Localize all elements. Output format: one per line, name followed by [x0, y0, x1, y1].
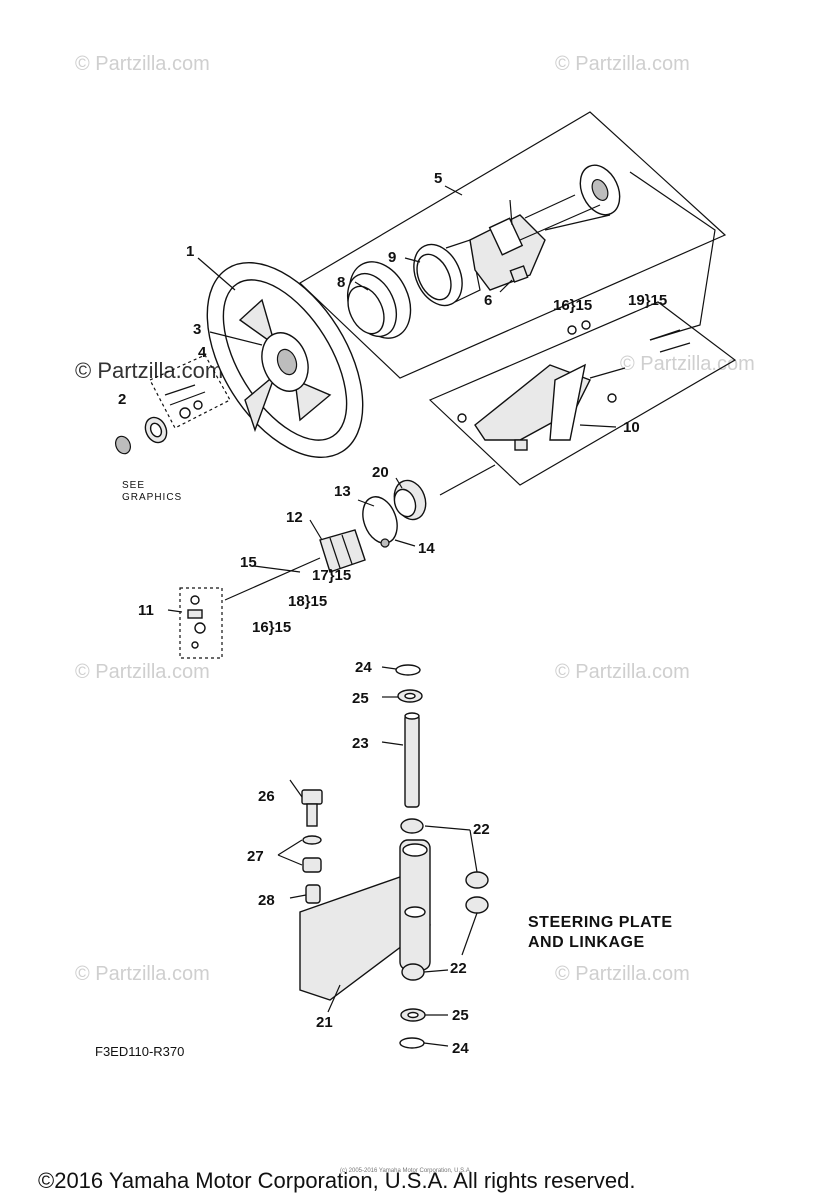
callout-22-upper: 22 [473, 821, 490, 838]
see-graphics-line1: SEE [122, 480, 145, 491]
boot-12 [319, 529, 366, 573]
callout-5: 5 [434, 170, 442, 187]
callout-8: 8 [337, 274, 345, 291]
washer-25-top [397, 689, 423, 703]
section-title-line1: STEERING PLATE [528, 914, 673, 931]
ring-9 [413, 239, 481, 307]
o-ring-24-bottom [399, 1037, 425, 1049]
callout-16-15-upper: 16}15 [553, 297, 592, 314]
watermark-lower-right: © Partzilla.com [555, 661, 690, 683]
callout-18-15: 18}15 [288, 593, 327, 610]
hub-cover-8 [346, 261, 412, 339]
callout-15: 15 [240, 554, 257, 571]
connector-line [629, 171, 716, 341]
leader-lines [167, 185, 617, 1047]
callout-28: 28 [258, 892, 275, 909]
diagram-code: F3ED110-R370 [95, 1044, 184, 1059]
callout-17-15: 17}15 [312, 567, 351, 584]
callout-21: 21 [316, 1014, 333, 1031]
callout-25-top: 25 [352, 690, 369, 707]
callout-27: 27 [247, 848, 264, 865]
linkage-11 [187, 595, 206, 649]
hardware-group-box-11 [179, 587, 223, 659]
cable-end-upper [439, 464, 496, 496]
callout-19-15: 19}15 [628, 292, 667, 309]
callout-10: 10 [623, 419, 640, 436]
see-graphics-line2: GRAPHICS [122, 492, 182, 503]
callout-2: 2 [118, 391, 126, 408]
callout-12: 12 [286, 509, 303, 526]
copyright-footer: ©2016 Yamaha Motor Corporation, U.S.A. A… [38, 1168, 635, 1193]
shaft-23 [404, 712, 420, 808]
callout-4: 4 [198, 344, 207, 361]
nut-2 [115, 384, 206, 455]
cable-15 [224, 557, 321, 601]
o-ring-24-top [395, 664, 421, 676]
helm-mechanism [469, 164, 621, 291]
callout-9: 9 [388, 249, 396, 266]
callout-24-bottom: 24 [452, 1040, 469, 1057]
bolt-26 [301, 789, 323, 827]
callout-25-bottom: 25 [452, 1007, 469, 1024]
callout-11: 11 [138, 602, 154, 619]
callout-20: 20 [372, 464, 389, 481]
watermark-bottom-right: © Partzilla.com [555, 963, 690, 985]
watermark-top-left: © Partzilla.com [75, 53, 210, 75]
callout-22-lower: 22 [450, 960, 467, 977]
fine-print: (c) 2005-2016 Yamaha Motor Corporation, … [340, 1168, 472, 1174]
callout-14: 14 [418, 540, 435, 557]
callout-16-15-lower: 16}15 [252, 619, 291, 636]
callout-6: 6 [484, 292, 492, 309]
callout-3: 3 [193, 321, 201, 338]
callout-23: 23 [352, 735, 369, 752]
watermark-top-right: © Partzilla.com [555, 53, 690, 75]
bushings-22 [400, 818, 489, 981]
callout-24-top: 24 [355, 659, 372, 676]
sleeve-28 [305, 884, 321, 904]
watermark-mid-left: © Partzilla.com [75, 358, 223, 383]
watermark-bottom-left: © Partzilla.com [75, 963, 210, 985]
steering-wheel [206, 261, 364, 459]
washer-25-bottom [400, 1008, 426, 1022]
callout-26: 26 [258, 788, 275, 805]
bolt-14 [380, 538, 390, 548]
callout-13: 13 [334, 483, 351, 500]
watermark-mid-right: © Partzilla.com [620, 353, 755, 375]
collars-27 [302, 835, 322, 873]
assembly-box-5 [299, 111, 727, 379]
watermark-lower-left: © Partzilla.com [75, 661, 210, 683]
assembly-box-10 [428, 301, 737, 486]
section-title-line2: AND LINKAGE [528, 934, 645, 951]
callout-1: 1 [186, 243, 194, 260]
bracket-assembly-10 [457, 320, 691, 451]
steering-plate-21 [299, 839, 431, 1001]
bellows-20 [393, 479, 427, 521]
